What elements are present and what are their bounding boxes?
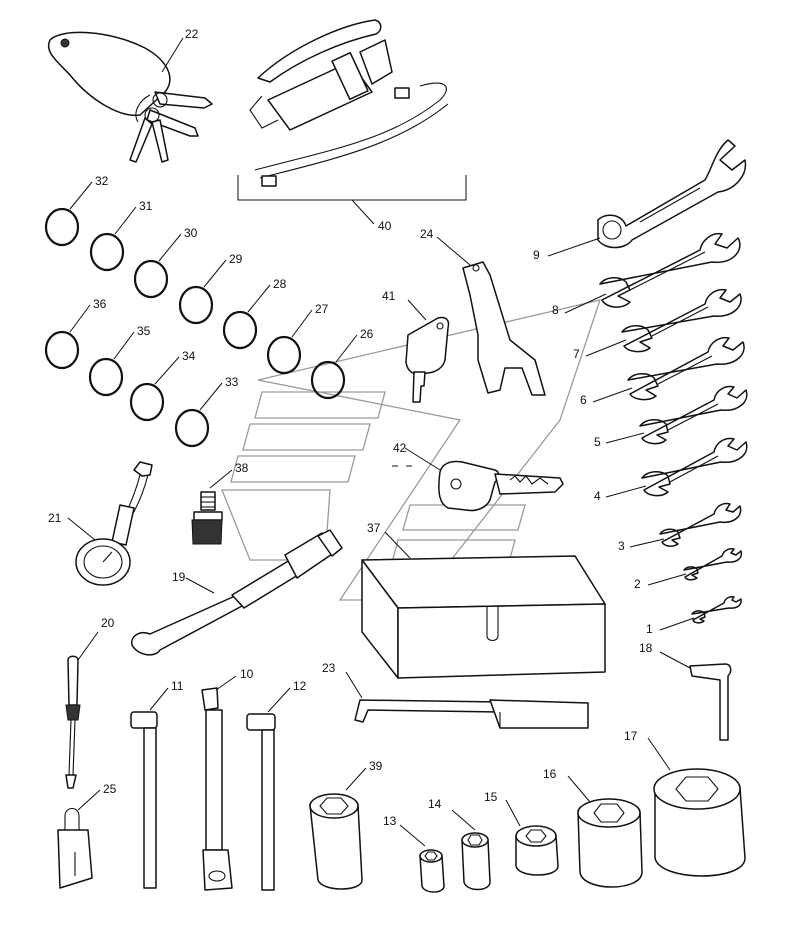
part-18-hex-key[interactable]: 18 [639, 641, 732, 741]
part-7-open-wrench[interactable]: 7 [573, 288, 742, 361]
callout-1: 1 [646, 622, 653, 636]
part-36-o-ring[interactable]: 36 [44, 297, 107, 370]
callout-17: 17 [624, 729, 638, 743]
part-29-o-ring[interactable]: 29 [178, 252, 243, 325]
part-22-key-pouch[interactable]: 22 [47, 27, 213, 163]
part-41-ignition-key[interactable]: 41 [382, 289, 450, 403]
part-24-special-spanner[interactable]: 24 [420, 227, 546, 396]
part-32-o-ring[interactable]: 32 [44, 174, 109, 247]
part-17-socket[interactable]: 17 [624, 729, 746, 877]
part-28-o-ring[interactable]: 28 [222, 277, 287, 350]
part-35-o-ring[interactable]: 35 [88, 324, 151, 397]
callout-25: 25 [103, 782, 117, 796]
callout-22: 22 [185, 27, 199, 41]
part-8-open-wrench[interactable]: 8 [552, 232, 741, 317]
part-38-valve-adapter[interactable]: 38 [191, 461, 249, 545]
callout-24: 24 [420, 227, 434, 241]
callout-27: 27 [315, 302, 329, 316]
callout-4: 4 [594, 489, 601, 503]
callout-37: 37 [367, 521, 381, 535]
callout-16: 16 [543, 767, 557, 781]
part-42-key[interactable]: 42 [392, 441, 564, 512]
callout-9: 9 [533, 248, 540, 262]
callout-42: 42 [393, 441, 407, 455]
callout-2: 2 [634, 577, 641, 591]
part-9-combination-wrench[interactable]: 9 [533, 139, 747, 262]
part-2-small-wrench[interactable]: 2 [634, 548, 743, 591]
callout-41: 41 [382, 289, 396, 303]
callout-32: 32 [95, 174, 109, 188]
part-13-socket[interactable]: 13 [383, 814, 445, 893]
callout-14: 14 [428, 797, 442, 811]
part-30-o-ring[interactable]: 30 [133, 226, 198, 299]
part-27-o-ring[interactable]: 27 [266, 302, 329, 375]
part-3-small-wrench[interactable]: 3 [618, 502, 742, 553]
callout-31: 31 [139, 199, 153, 213]
callout-35: 35 [137, 324, 151, 338]
callout-28: 28 [273, 277, 287, 291]
part-19-extension-bar[interactable]: 19 [131, 529, 343, 656]
part-39-socket[interactable]: 39 [309, 759, 383, 890]
callout-20: 20 [101, 616, 115, 630]
callout-6: 6 [580, 393, 587, 407]
part-16-socket[interactable]: 16 [543, 767, 643, 888]
callout-21: 21 [48, 511, 62, 525]
part-5-open-wrench[interactable]: 5 [594, 385, 748, 449]
part-26-o-ring[interactable]: 26 [310, 327, 374, 400]
callout-39: 39 [369, 759, 383, 773]
part-25-padlock[interactable]: 25 [57, 782, 117, 889]
part-37-tool-box[interactable]: 37 [361, 521, 606, 679]
part-23-special-bar[interactable]: 23 [322, 661, 589, 729]
part-20-screwdriver[interactable]: 20 [65, 616, 115, 789]
part-1-small-wrench[interactable]: 1 [646, 596, 742, 636]
part-10-socket-extension[interactable]: 10 [201, 667, 254, 891]
callout-7: 7 [573, 347, 580, 361]
part-14-socket[interactable]: 14 [428, 797, 491, 891]
callout-33: 33 [225, 375, 239, 389]
callout-18: 18 [639, 641, 653, 655]
callout-15: 15 [484, 790, 498, 804]
callout-11: 11 [171, 679, 184, 693]
callout-34: 34 [182, 349, 196, 363]
part-6-open-wrench[interactable]: 6 [580, 336, 745, 407]
callout-12: 12 [293, 679, 307, 693]
callout-30: 30 [184, 226, 198, 240]
part-4-open-wrench[interactable]: 4 [594, 437, 748, 503]
callout-29: 29 [229, 252, 243, 266]
part-21-pressure-gauge[interactable]: 21 [48, 461, 153, 586]
part-11-t-bar[interactable]: 11 [130, 679, 184, 889]
callout-3: 3 [618, 539, 625, 553]
callout-36: 36 [93, 297, 107, 311]
part-33-o-ring[interactable]: 33 [174, 375, 239, 448]
callout-19: 19 [172, 570, 186, 584]
part-31-o-ring[interactable]: 31 [89, 199, 153, 272]
callout-13: 13 [383, 814, 397, 828]
callout-23: 23 [322, 661, 336, 675]
callout-26: 26 [360, 327, 374, 341]
part-15-socket[interactable]: 15 [484, 790, 559, 876]
part-34-o-ring[interactable]: 34 [129, 349, 196, 422]
callout-40: 40 [378, 219, 392, 233]
callout-10: 10 [240, 667, 254, 681]
callout-8: 8 [552, 303, 559, 317]
callout-38: 38 [235, 461, 249, 475]
part-40-grease-gun[interactable]: 40 [237, 19, 467, 233]
part-12-t-bar[interactable]: 12 [246, 679, 307, 891]
callout-5: 5 [594, 435, 601, 449]
